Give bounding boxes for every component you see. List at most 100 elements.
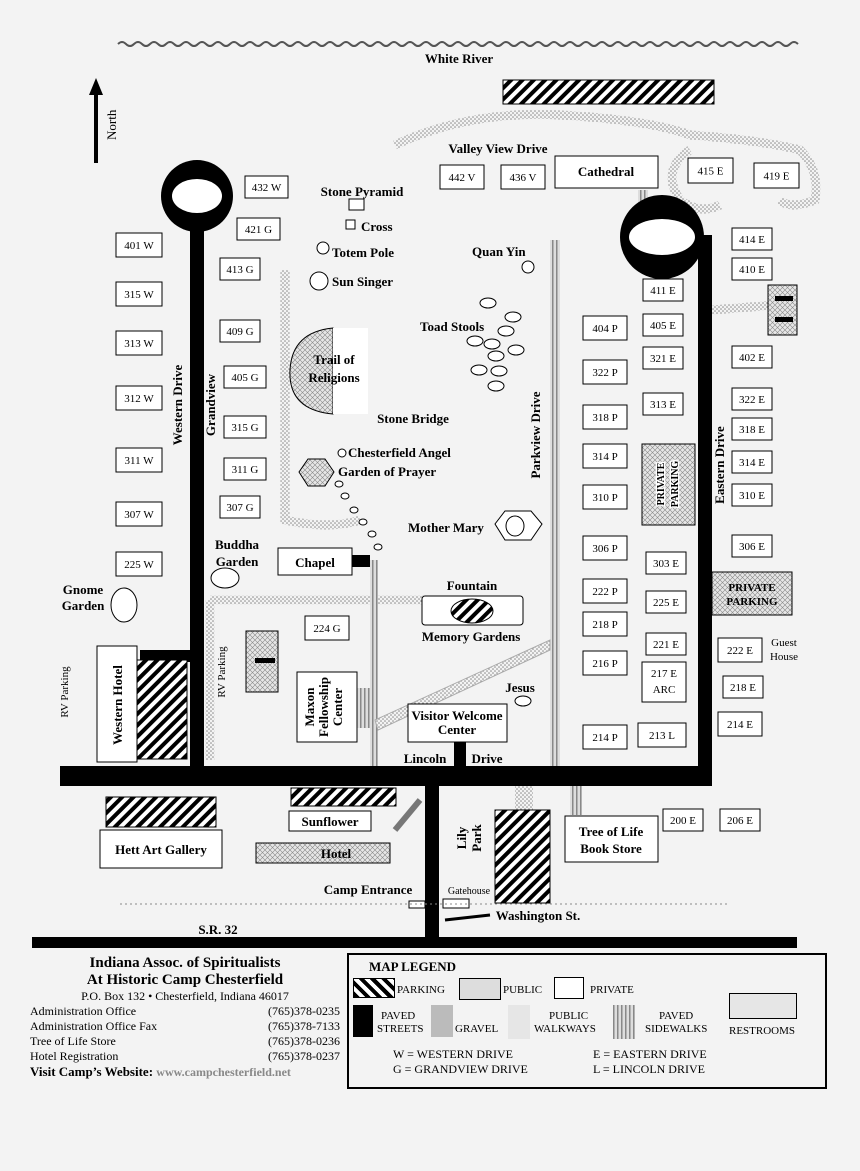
lot-box[interactable] — [662, 808, 704, 832]
lot-box[interactable] — [115, 232, 163, 258]
lot-box[interactable] — [115, 447, 163, 473]
lot-box[interactable] — [731, 483, 773, 507]
trail-of-religions-label-1: Trail of — [313, 352, 355, 367]
lot-box[interactable] — [219, 257, 261, 281]
garden-of-prayer-icon[interactable] — [298, 458, 335, 487]
lot-box[interactable] — [645, 590, 687, 614]
hett-gallery-box[interactable] — [99, 829, 223, 869]
contact-phone[interactable]: (765)378-7133 — [268, 1019, 340, 1033]
lot-box[interactable] — [717, 637, 763, 663]
legend-paved-swatch — [353, 1005, 373, 1037]
lot-box[interactable] — [719, 808, 761, 832]
visitor-center-box[interactable] — [407, 703, 508, 743]
lot-box[interactable] — [717, 711, 763, 737]
lot-box[interactable] — [223, 365, 267, 389]
gnome-garden-icon[interactable] — [110, 587, 138, 623]
lot-box[interactable] — [582, 578, 628, 604]
lot-box[interactable] — [582, 535, 628, 561]
lot-box[interactable] — [731, 387, 773, 411]
lot-box[interactable] — [582, 611, 628, 637]
sun-singer-icon[interactable] — [309, 271, 329, 291]
lot-box[interactable] — [304, 615, 350, 641]
lot-box[interactable] — [244, 175, 289, 199]
lot-box[interactable] — [731, 257, 773, 281]
stone-pyramid-label: Stone Pyramid — [321, 184, 404, 199]
lot-box[interactable] — [236, 217, 281, 241]
lot-box[interactable] — [642, 346, 684, 370]
lot-box[interactable] — [223, 415, 267, 439]
private-parking-1[interactable] — [641, 443, 696, 526]
contact-phone[interactable]: (765)378-0236 — [268, 1034, 340, 1048]
lot-box[interactable] — [642, 278, 684, 302]
website-link[interactable]: www.campchesterfield.net — [156, 1065, 291, 1079]
lot-box[interactable] — [753, 162, 800, 189]
memory-gardens-label: Memory Gardens — [422, 629, 521, 644]
lot-box[interactable] — [439, 164, 485, 190]
lot-label: 312 W — [124, 393, 154, 405]
lot-box[interactable] — [731, 417, 773, 441]
lily-park-label-1: Lily — [454, 826, 469, 849]
restrooms-icon[interactable] — [767, 284, 798, 336]
lot-box[interactable] — [642, 313, 684, 337]
stone-pyramid-icon[interactable] — [348, 198, 365, 211]
lot-box[interactable] — [219, 495, 261, 519]
org-name: Indiana Assoc. of Spiritualists — [89, 955, 281, 971]
lot-box[interactable] — [731, 534, 773, 558]
maxon-center-box[interactable] — [296, 671, 358, 743]
lot-box[interactable] — [731, 227, 773, 251]
lot-box[interactable] — [115, 501, 163, 527]
sunflower-label: Sunflower — [301, 814, 358, 829]
trail-of-religions-area[interactable] — [289, 327, 334, 415]
lot-box[interactable] — [115, 330, 163, 356]
lot-box[interactable] — [115, 551, 163, 577]
lot-box[interactable] — [642, 392, 684, 416]
hotel-box[interactable] — [255, 842, 391, 864]
lot-box[interactable] — [223, 457, 267, 481]
quan-yin-icon[interactable] — [521, 260, 535, 274]
lot-box[interactable] — [637, 722, 687, 748]
cathedral-box[interactable] — [554, 155, 659, 189]
lot-box[interactable] — [731, 450, 773, 474]
contact-phone[interactable]: (765)378-0235 — [268, 1004, 340, 1018]
lot-label: 311 G — [232, 464, 259, 476]
lot-box[interactable] — [582, 404, 628, 430]
trail-of-religions-white — [333, 328, 368, 414]
lot-box[interactable] — [115, 385, 163, 411]
lot-box[interactable] — [731, 345, 773, 369]
buddha-garden-icon[interactable] — [210, 567, 240, 589]
lot-box[interactable] — [687, 157, 734, 184]
lot-box[interactable] — [582, 484, 628, 510]
lot-box[interactable] — [582, 315, 628, 341]
cross-label: Cross — [361, 219, 393, 234]
lot-box[interactable] — [722, 675, 764, 699]
lot-label: 321 E — [650, 353, 676, 365]
lot-box[interactable] — [582, 724, 628, 750]
lot-box[interactable] — [645, 632, 687, 656]
lot-box[interactable] — [582, 650, 628, 676]
cross-icon[interactable] — [345, 219, 356, 230]
chesterfield-angel-icon[interactable] — [337, 448, 347, 458]
lot-box[interactable] — [582, 359, 628, 385]
western-hotel-box[interactable] — [96, 645, 138, 763]
lot-box[interactable] — [115, 281, 163, 307]
lot-box[interactable] — [500, 164, 546, 190]
lot-box[interactable] — [641, 661, 687, 703]
private-parking-2-label-1: PRIVATE — [728, 582, 775, 594]
lot-box[interactable] — [645, 551, 687, 575]
totem-pole-icon[interactable] — [316, 241, 330, 255]
sunflower-box[interactable] — [288, 810, 372, 832]
lot-label: 405 G — [231, 372, 258, 384]
tree-of-life-box[interactable] — [564, 815, 659, 863]
eastern-drive-label: Eastern Drive — [712, 426, 727, 504]
toad-stools-icon[interactable] — [466, 297, 525, 392]
contact-phone[interactable]: (765)378-0237 — [268, 1049, 340, 1063]
lot-box[interactable] — [219, 319, 261, 343]
jesus-icon[interactable] — [514, 695, 532, 707]
private-parking-2[interactable] — [711, 571, 793, 616]
lot-label: 322 P — [592, 367, 617, 379]
chapel-box[interactable] — [277, 547, 353, 576]
lot-label: 218 P — [592, 619, 617, 631]
lot-box[interactable] — [582, 443, 628, 469]
lincoln-label: Lincoln — [404, 751, 447, 766]
